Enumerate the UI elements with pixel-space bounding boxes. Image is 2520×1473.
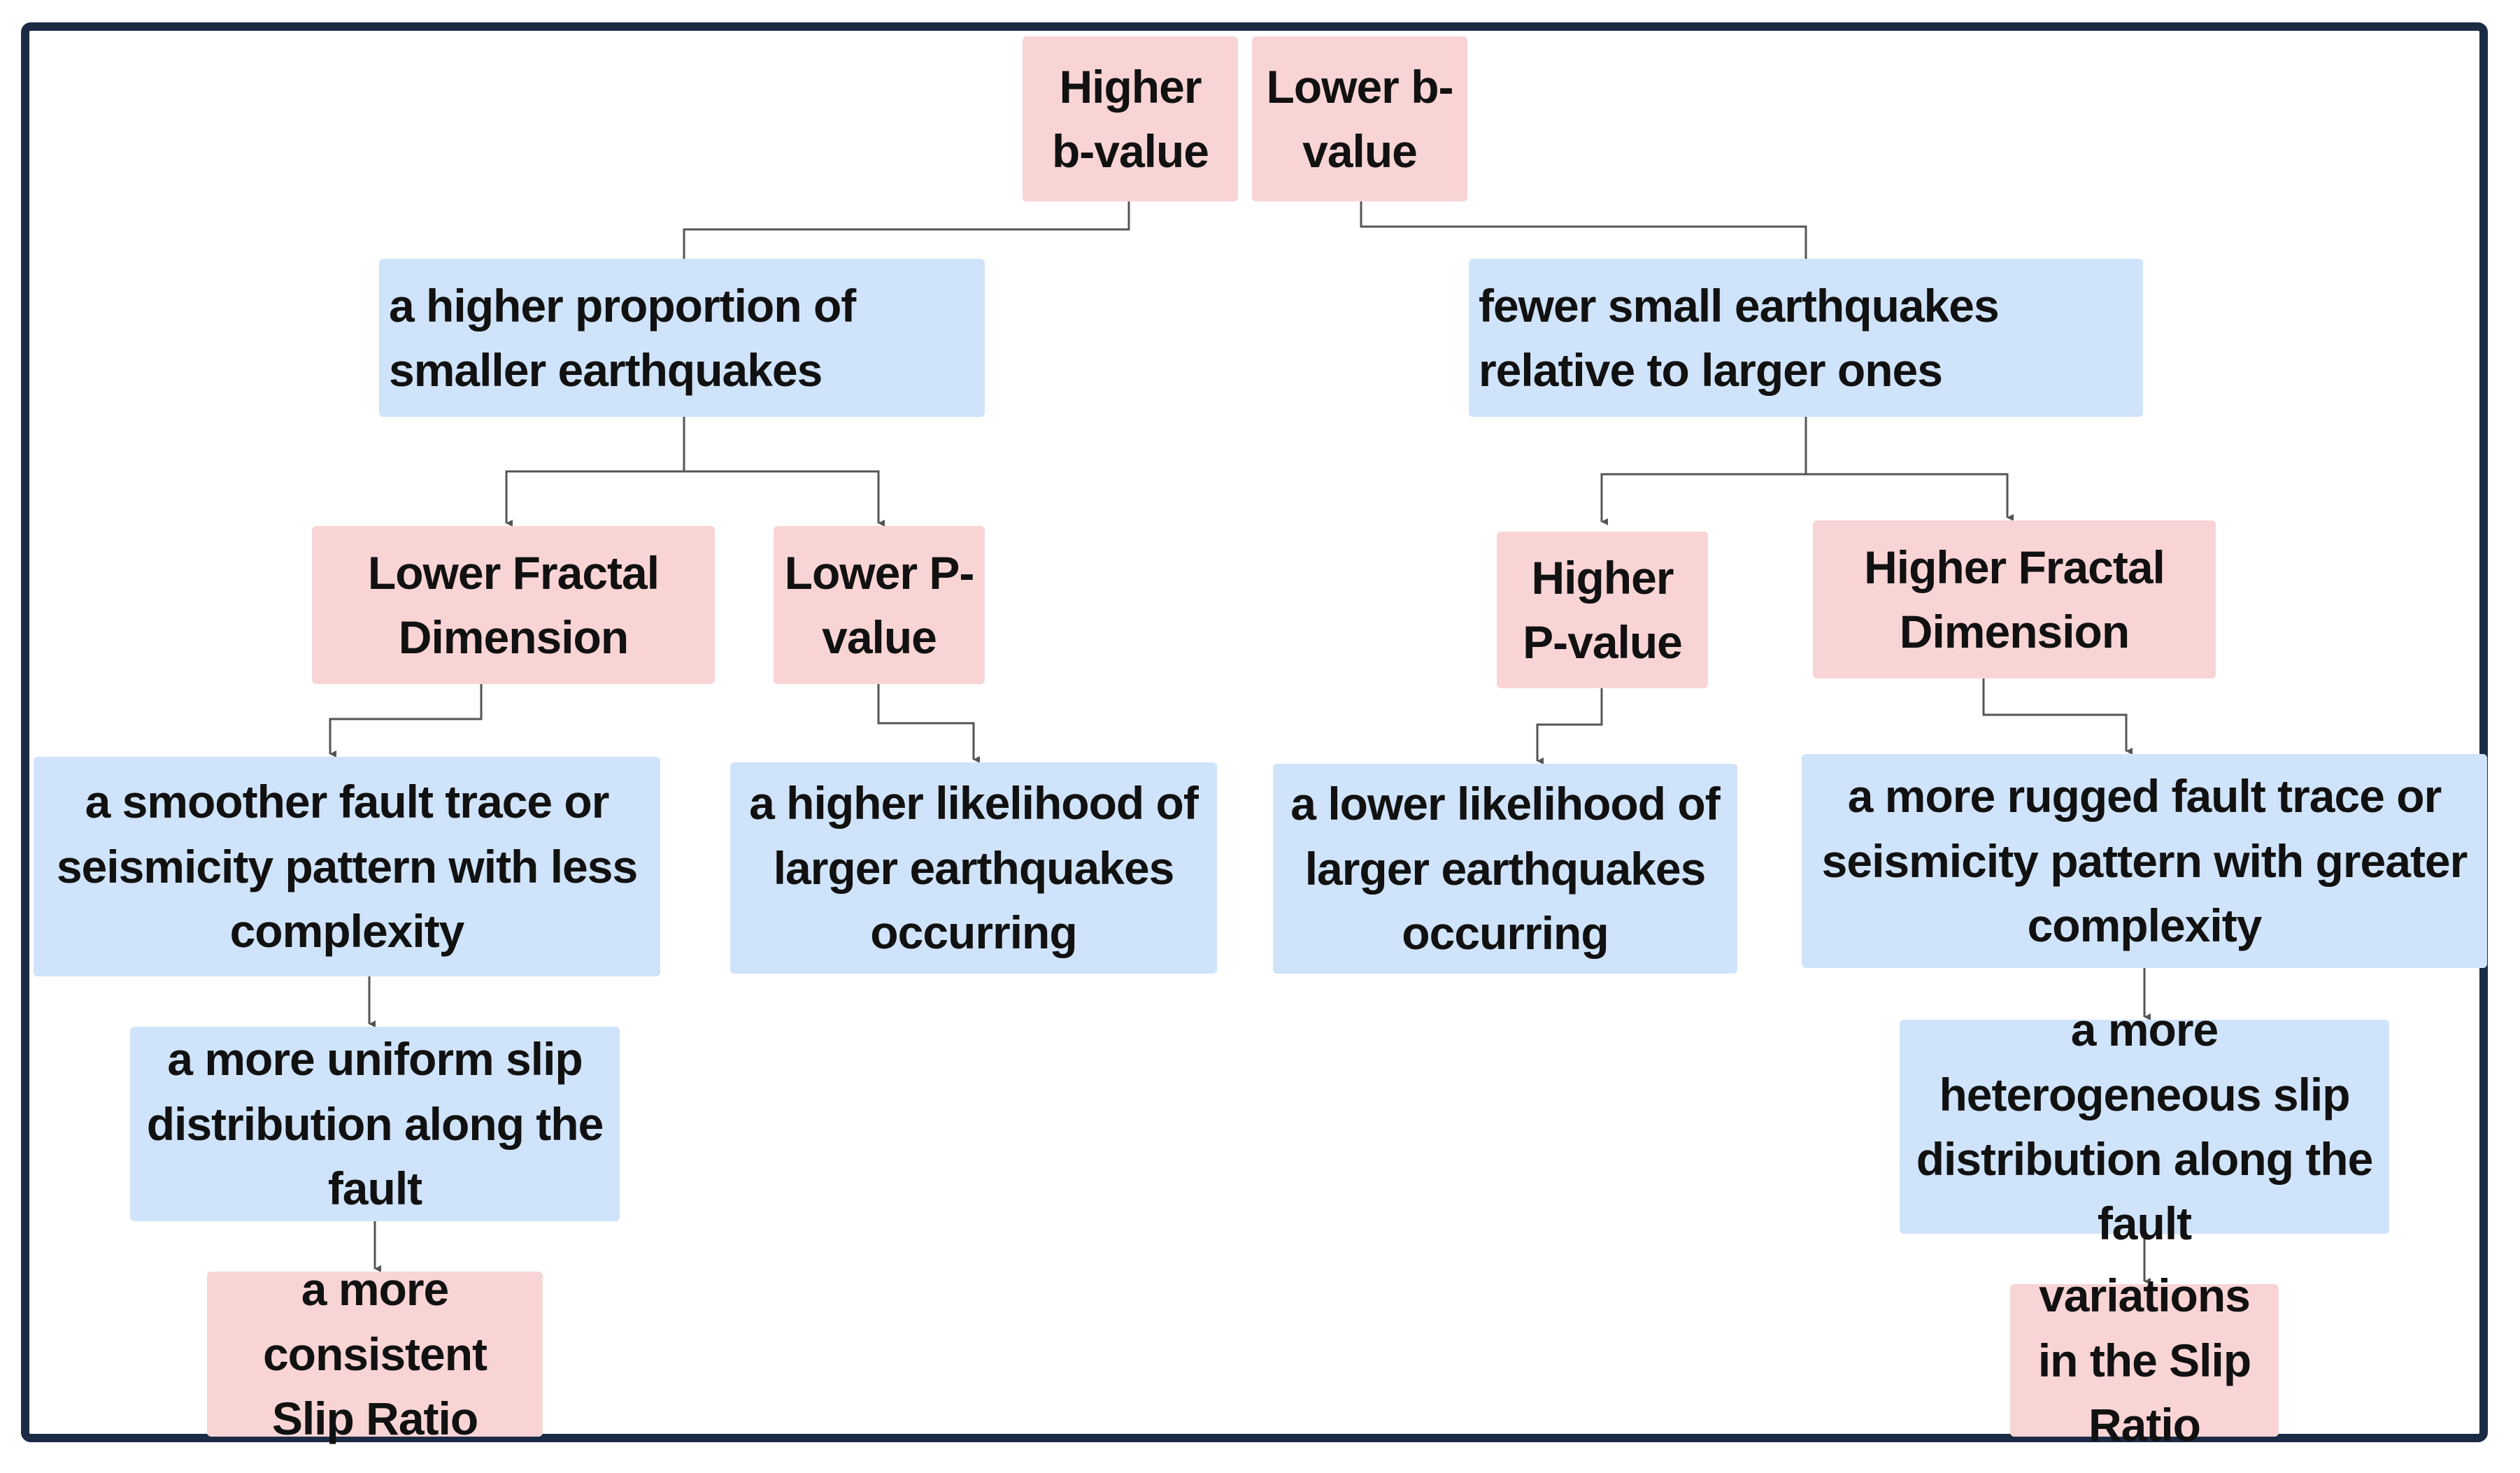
node-lower-b-value: Lower b-value	[1252, 36, 1467, 201]
connector-fewer-to-higher-p	[1600, 417, 1807, 525]
node-rugged-fault-trace-label: a more rugged fault trace or seismicity …	[1821, 770, 2468, 952]
node-consistent-slip-ratio: a more consistent Slip Ratio	[207, 1263, 543, 1444]
node-higher-p-value: Higher P-value	[1497, 532, 1708, 688]
node-smoother-fault-trace: a smoother fault trace or seismicity pat…	[34, 757, 660, 976]
node-higher-b-value-label: Higher b-value	[1051, 60, 1209, 177]
node-fewer-small-relative: fewer small earthquakes relative to larg…	[1469, 259, 2143, 417]
connector-fewer-to-higher-fractal	[1806, 473, 2014, 521]
node-smoother-fault-trace-label: a smoother fault trace or seismicity pat…	[56, 776, 638, 958]
node-higher-likelihood-large: a higher likelihood of larger earthquake…	[730, 762, 1217, 974]
node-rugged-fault-trace: a more rugged fault trace or seismicity …	[1802, 754, 2487, 968]
node-lower-likelihood-large: a lower likelihood of larger earthquakes…	[1273, 764, 1737, 974]
node-lower-fractal-dimension: Lower Fractal Dimension	[312, 526, 715, 684]
node-variations-slip-ratio: variations in the Slip Ratio	[2010, 1269, 2279, 1451]
node-lower-p-value: Lower P-value	[774, 526, 985, 684]
node-uniform-slip-label: a more uniform slip distribution along t…	[146, 1033, 604, 1215]
node-higher-fractal-dimension-label: Higher Fractal Dimension	[1864, 541, 2165, 657]
node-heterogeneous-slip-label: a more heterogeneous slip distribution a…	[1916, 1004, 2374, 1250]
node-higher-fractal-dimension: Higher Fractal Dimension	[1813, 520, 2216, 678]
connector-lower-b-to-fewer	[1360, 201, 1807, 259]
connector-proportion-to-lower-fractal	[505, 417, 685, 527]
node-lower-fractal-dimension-label: Lower Fractal Dimension	[367, 546, 660, 663]
connector-higher-p-to-lower-likelihood	[1536, 688, 1603, 764]
node-higher-b-value: Higher b-value	[1023, 36, 1238, 201]
node-higher-proportion-small: a higher proportion of smaller earthquak…	[379, 259, 985, 417]
node-lower-p-value-label: Lower P-value	[784, 546, 975, 663]
node-uniform-slip: a more uniform slip distribution along t…	[130, 1027, 620, 1221]
node-lower-likelihood-large-label: a lower likelihood of larger earthquakes…	[1290, 778, 1720, 960]
connector-proportion-to-lower-p	[684, 470, 885, 527]
node-higher-proportion-small-label: a higher proportion of smaller earthquak…	[389, 279, 856, 396]
node-higher-p-value-label: Higher P-value	[1523, 551, 1683, 668]
connector-lower-fractal-to-smoother	[329, 684, 483, 757]
connector-higher-b-to-proportion	[683, 201, 1130, 259]
node-fewer-small-relative-label: fewer small earthquakes relative to larg…	[1479, 279, 2000, 396]
node-consistent-slip-ratio-label: a more consistent Slip Ratio	[262, 1263, 487, 1445]
node-heterogeneous-slip: a more heterogeneous slip distribution a…	[1900, 1004, 2389, 1249]
node-higher-likelihood-large-label: a higher likelihood of larger earthquake…	[749, 777, 1199, 959]
connector-lower-p-to-higher-likelihood	[877, 684, 980, 763]
node-variations-slip-ratio-label: variations in the Slip Ratio	[2037, 1269, 2251, 1451]
connector-higher-fractal-to-rugged	[1982, 678, 2133, 755]
node-lower-b-value-label: Lower b-value	[1266, 60, 1454, 177]
